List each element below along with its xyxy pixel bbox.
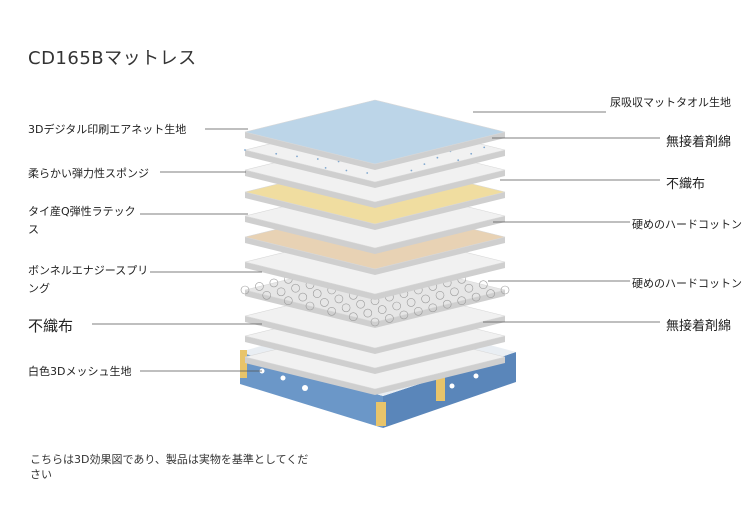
spring-coil	[255, 282, 264, 291]
label-bonnell-spring: ボンネルエナジースプリング	[28, 264, 149, 295]
fabric-print-dot	[423, 163, 426, 166]
spring-coil	[312, 289, 322, 298]
spring-coil	[421, 294, 430, 304]
label-thai-latex: タイ産Q弾性ラテックス	[28, 205, 136, 236]
base-hole	[302, 385, 308, 391]
fabric-print-dot	[366, 172, 369, 174]
spring-coil	[435, 290, 445, 300]
layer-stack	[240, 99, 510, 395]
fabric-print-dot	[470, 152, 473, 155]
base-side-panel	[383, 352, 516, 428]
spring-coil	[363, 308, 373, 318]
label-nonwoven-left: 不織布	[28, 317, 74, 335]
spring-coil	[457, 296, 467, 306]
fabric-print-dot	[316, 158, 319, 160]
spring-coil	[334, 294, 344, 304]
fabric-print-dot	[244, 149, 246, 151]
label-hard-cotton-upper: 硬めのハードコットン	[632, 218, 742, 231]
fabric-print-dot	[345, 169, 348, 172]
label-nonwoven-right: 不織布	[666, 177, 706, 192]
spring-coil	[240, 285, 250, 295]
spring-coil	[291, 283, 300, 293]
spring-coil	[413, 306, 423, 316]
spring-coil	[377, 305, 387, 314]
base-hole	[473, 373, 479, 379]
spring-coil	[464, 283, 474, 293]
spring-coil	[450, 287, 459, 297]
spring-coil	[356, 299, 365, 309]
spring-coil	[305, 301, 315, 311]
spring-coil	[478, 280, 488, 290]
spring-coil	[392, 301, 402, 311]
label-adhesive-free-cotton-top: 無接着剤綿	[666, 135, 732, 150]
base-corner-post	[376, 402, 386, 426]
page-title: CD165Bマットレス	[28, 48, 197, 69]
spring-coil	[428, 303, 438, 313]
spring-coil	[486, 289, 495, 298]
spring-coil	[276, 287, 286, 297]
spring-coil	[370, 317, 380, 327]
spring-coil	[500, 285, 510, 295]
fabric-print-dot	[296, 155, 298, 158]
spring-coil	[385, 314, 394, 323]
label-urine-absorbing-towel: 尿吸収マットタオル生地	[610, 96, 731, 109]
spring-coil	[327, 306, 337, 316]
spring-coil	[471, 292, 481, 302]
spring-coil	[269, 278, 279, 288]
fabric-print-dot	[436, 156, 439, 159]
fabric-print-dot	[410, 169, 413, 172]
base-front-panel	[240, 352, 383, 428]
spring-coil	[283, 296, 293, 306]
base-hole	[280, 375, 286, 381]
fabric-print-dot	[457, 159, 460, 162]
spring-coil	[341, 303, 351, 313]
spring-coil	[298, 292, 308, 302]
base-hole	[449, 383, 455, 389]
spring-coil	[399, 310, 409, 320]
spring-coil	[320, 298, 329, 307]
label-white-3d-mesh: 白色3Dメッシュ生地	[28, 365, 132, 378]
leader-lines	[92, 111, 660, 372]
spring-coil	[348, 312, 358, 322]
fabric-print-dot	[483, 146, 486, 149]
base-corner-post	[240, 350, 247, 378]
label-hard-cotton-lower: 硬めのハードコットン	[632, 277, 742, 290]
layer-urine-absorbing-towel	[244, 99, 506, 170]
base-corner-post	[436, 375, 445, 401]
fabric-print-dot	[324, 167, 327, 169]
spring-coil	[262, 290, 272, 300]
label-3d-printed-air-mesh: 3Dデジタル印刷エアネット生地	[28, 123, 187, 136]
spring-coil	[406, 298, 416, 307]
label-adhesive-free-cotton-bottom: 無接着剤綿	[666, 319, 732, 334]
fabric-print-dot	[275, 152, 278, 155]
disclaimer-note: こちらは3D効果図であり、製品は実物を基準としてください	[30, 453, 309, 481]
spring-coil	[442, 299, 452, 309]
label-soft-elastic-sponge: 柔らかい弾力性スポンジ	[28, 167, 149, 180]
layer-urine-absorbing-towel-surface	[244, 99, 506, 165]
